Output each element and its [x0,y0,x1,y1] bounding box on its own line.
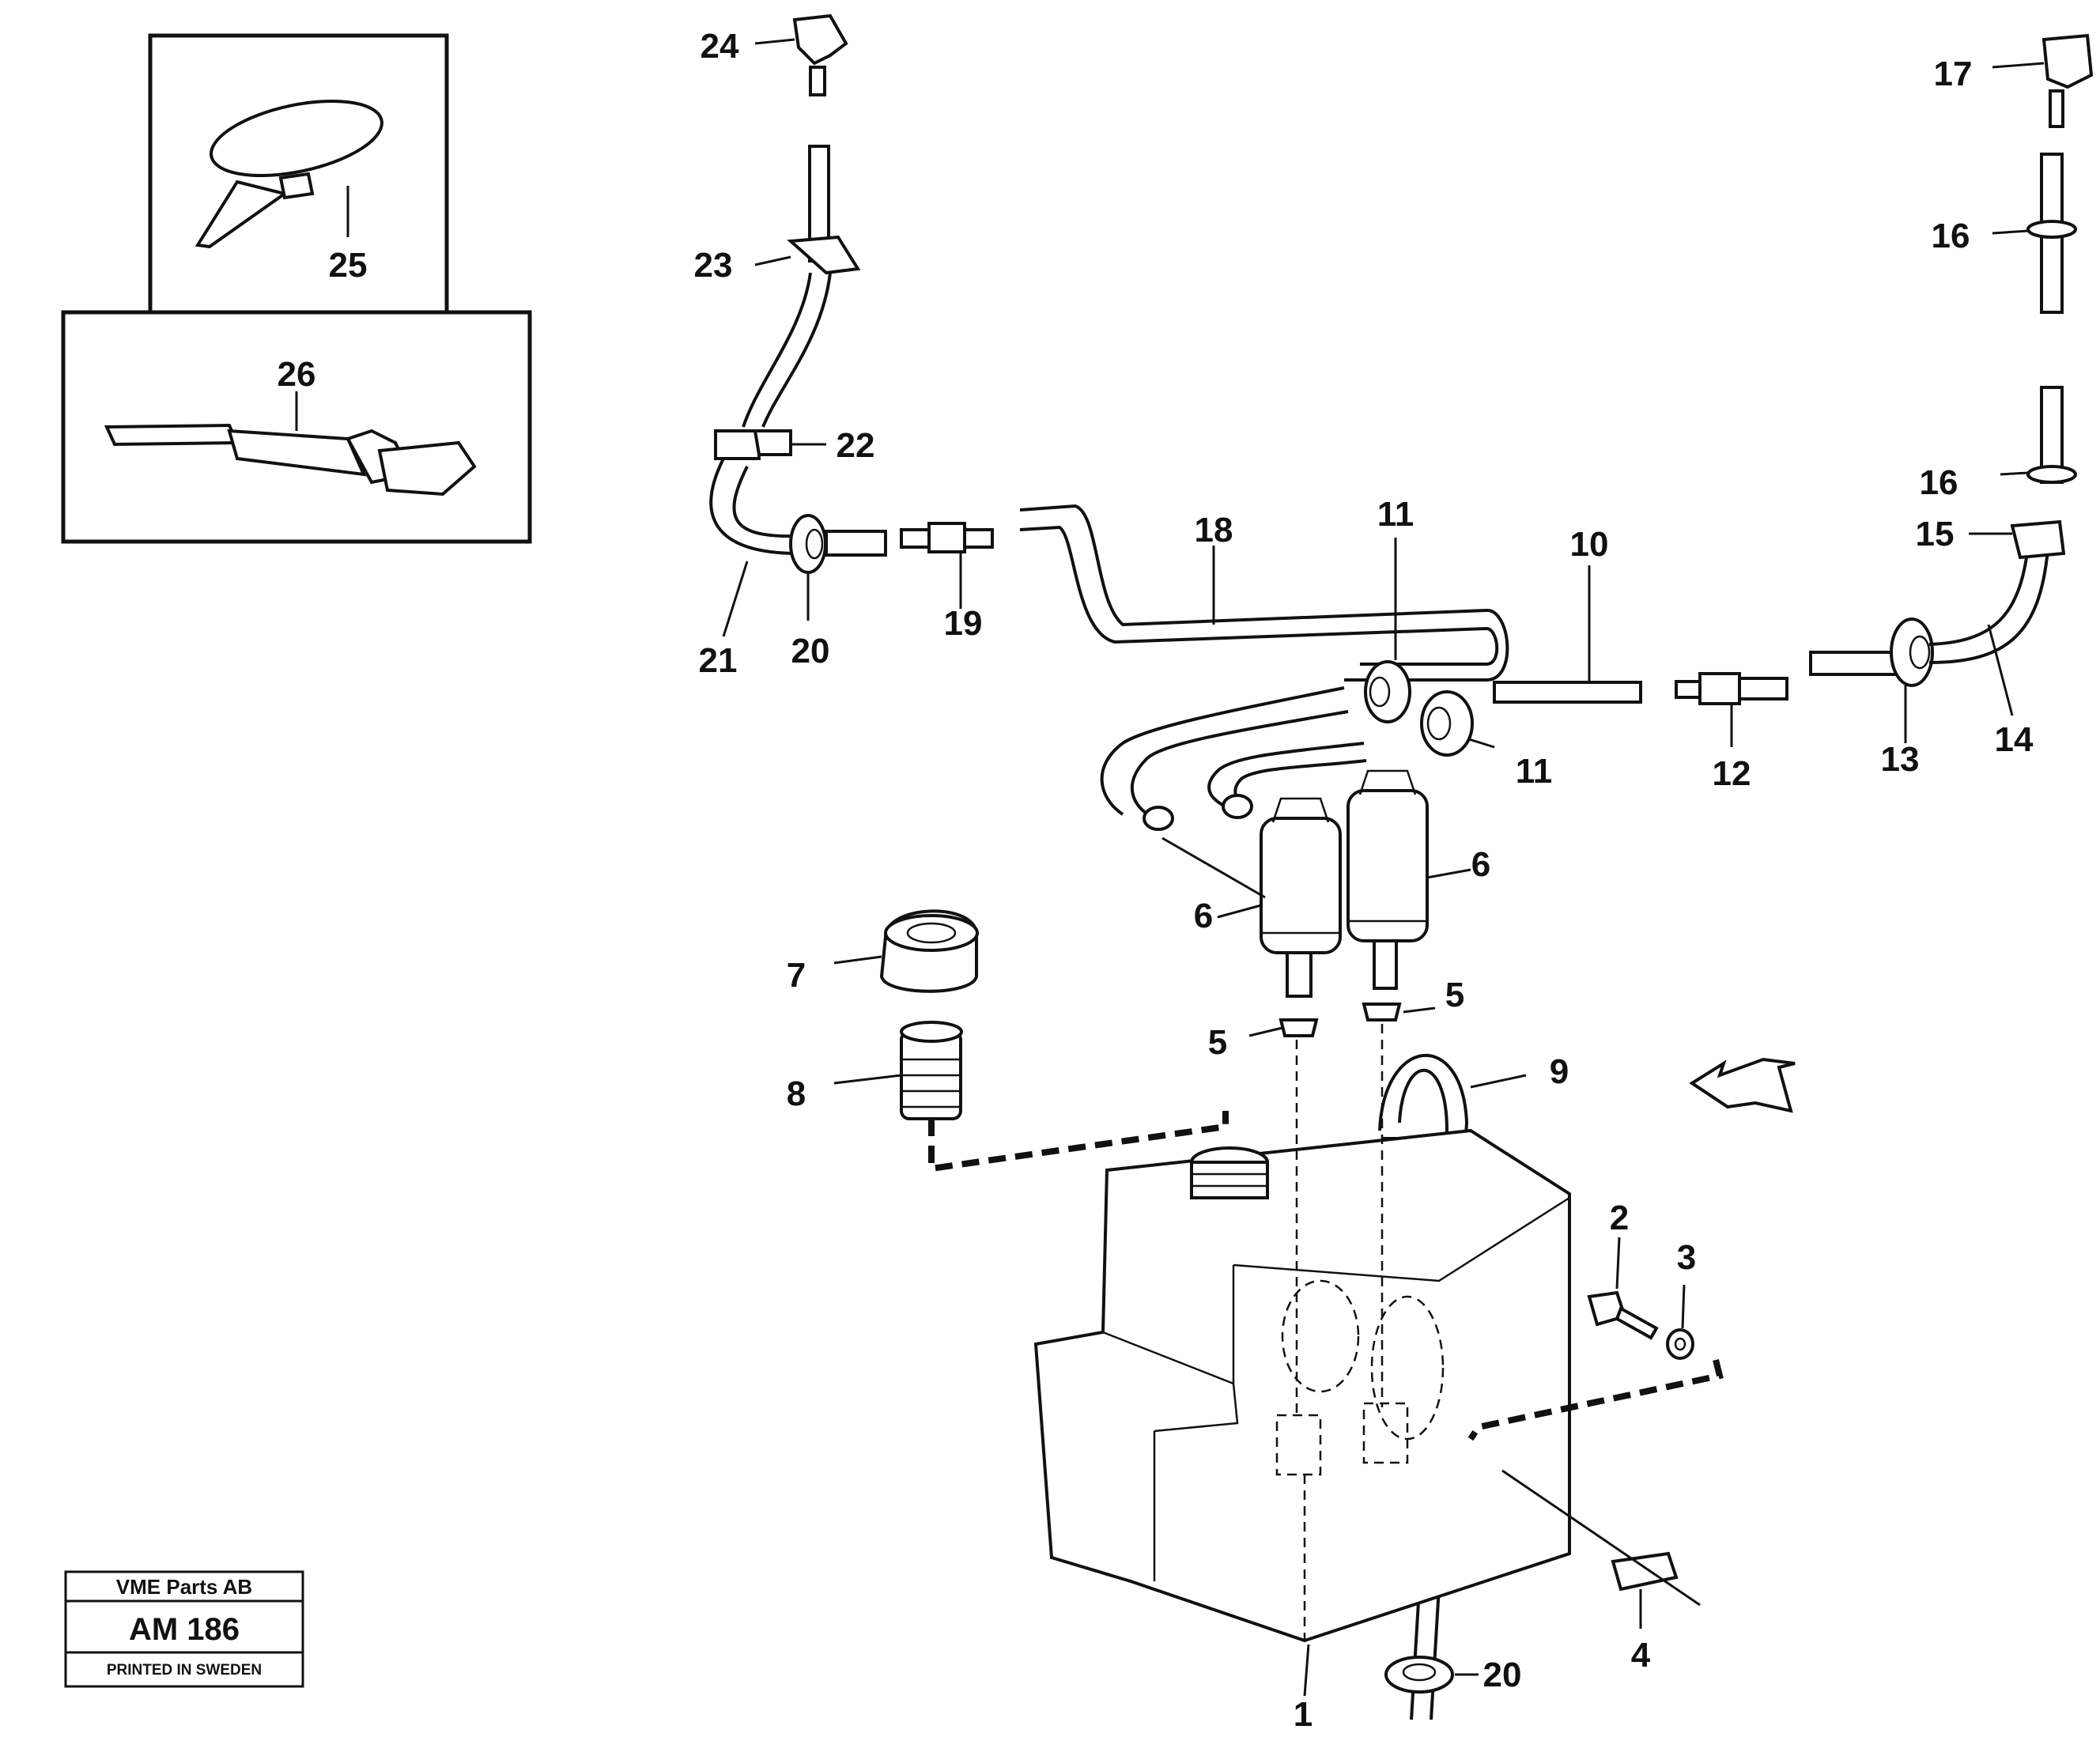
filter-8 [833,1021,963,1120]
callout-25: 25 [329,246,368,285]
screw-2 [1587,1237,1659,1340]
pump-6-right [1346,769,1471,990]
callout-24: 24 [701,27,739,66]
grommet-20-left [789,514,887,621]
callout-21: 21 [699,641,738,680]
callout-14: 14 [1995,720,2034,759]
callout-10: 10 [1570,525,1609,564]
callout-7: 7 [787,956,806,995]
callout-16-lower: 16 [1920,463,1958,502]
grommet-11-lower [1420,690,1495,757]
inset-cable-tie [148,33,449,316]
direction-arrow-icon [1689,1057,1796,1113]
holder-16-upper [1992,153,2077,314]
clip-22 [714,429,826,460]
title-plate: VME Parts AB AM 186 PRINTED IN SWEDEN [64,1570,304,1688]
callout-20-left: 20 [791,632,830,670]
plate-company: VME Parts AB [116,1575,252,1599]
callout-11-lower: 11 [1516,752,1553,791]
callout-18: 18 [1195,511,1233,549]
dashed-fill-line [928,1111,1229,1173]
inset-strap [61,310,532,544]
callout-11-upper: 11 [1377,495,1414,534]
hose-18 [1019,504,1509,682]
pump-hoses [1100,686,1367,831]
callout-9: 9 [1550,1052,1569,1091]
pump-6-left [1161,797,1342,998]
pipe-23 [754,145,861,275]
callout-20-bottom: 20 [1483,1656,1522,1694]
washer-3 [1666,1284,1694,1360]
tank-1 [1033,1024,1571,1697]
callout-22: 22 [837,426,875,465]
callout-17: 17 [1934,55,1973,93]
holder-16-lower [2000,386,2077,484]
nozzle-17 [1992,33,2094,128]
dashed-mount-line [1467,1359,1724,1441]
hose-21 [709,272,832,637]
callout-5-right: 5 [1445,976,1464,1014]
plate-footer: PRINTED IN SWEDEN [107,1662,262,1679]
callout-8: 8 [787,1074,806,1113]
clip-4 [1501,1469,1701,1629]
nozzle-24 [754,13,848,96]
callout-15: 15 [1916,515,1955,553]
callout-13: 13 [1881,740,1920,779]
callout-3: 3 [1677,1238,1696,1277]
connector-19 [900,522,994,609]
callout-26: 26 [278,355,316,394]
grommet-20-bottom [1384,1656,1479,1694]
callout-2: 2 [1610,1199,1629,1237]
callout-4: 4 [1631,1636,1651,1675]
clip-15 [1969,519,2066,560]
grommet-13 [1809,617,1934,743]
hose-14 [1928,545,2049,716]
seal-5-left [1248,1018,1319,1037]
callout-19: 19 [944,604,983,643]
cap-7 [833,909,979,993]
callout-12: 12 [1713,754,1751,793]
callout-16-upper: 16 [1932,217,1970,255]
callout-23: 23 [694,246,733,285]
callout-5-left: 5 [1208,1023,1227,1062]
connector-12 [1675,672,1788,747]
seal-5-right [1362,1003,1436,1022]
callout-1: 1 [1294,1695,1312,1734]
callout-6-right: 6 [1471,845,1490,884]
plate-code: AM 186 [129,1612,240,1647]
callout-6-left: 6 [1194,897,1213,935]
hose-10 [1493,565,1642,704]
grommet-11-upper [1364,538,1411,723]
